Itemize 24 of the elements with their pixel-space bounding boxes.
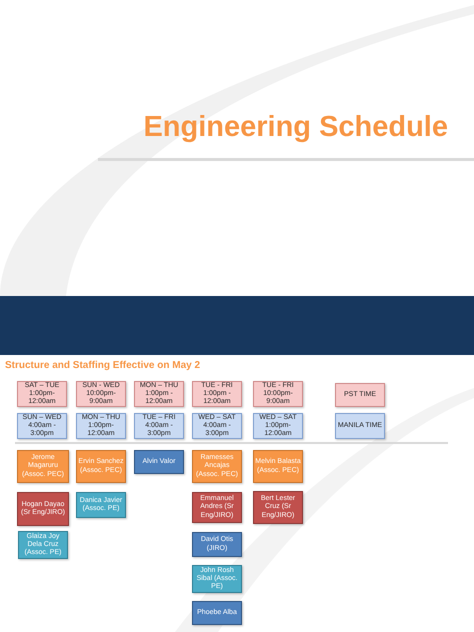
section-heading: Structure and Staffing Effective on May 2 — [5, 360, 200, 372]
time-zone-key-box — [335, 383, 385, 407]
time-zone-key-box — [335, 413, 385, 439]
manila-shift-box — [17, 413, 67, 439]
manila-shift-box — [134, 413, 184, 439]
manila-shift-box — [192, 413, 242, 439]
staff-box — [192, 532, 242, 557]
slide-title: Engineering Schedule — [143, 110, 448, 145]
staff-box — [76, 492, 126, 518]
staff-box — [134, 450, 184, 474]
staff-box — [192, 492, 242, 523]
staff-box — [76, 450, 126, 483]
pst-shift-box — [17, 381, 67, 407]
pst-shift-box — [192, 381, 242, 407]
staff-box — [192, 601, 242, 625]
pst-shift-box — [76, 381, 126, 407]
pst-shift-box — [253, 381, 303, 407]
staff-box — [253, 450, 303, 483]
staff-box — [18, 531, 68, 559]
staff-box — [253, 491, 303, 524]
pst-shift-box — [134, 381, 184, 407]
manila-shift-box — [253, 413, 303, 439]
staff-box — [17, 492, 69, 526]
manila-shift-box — [76, 413, 126, 439]
